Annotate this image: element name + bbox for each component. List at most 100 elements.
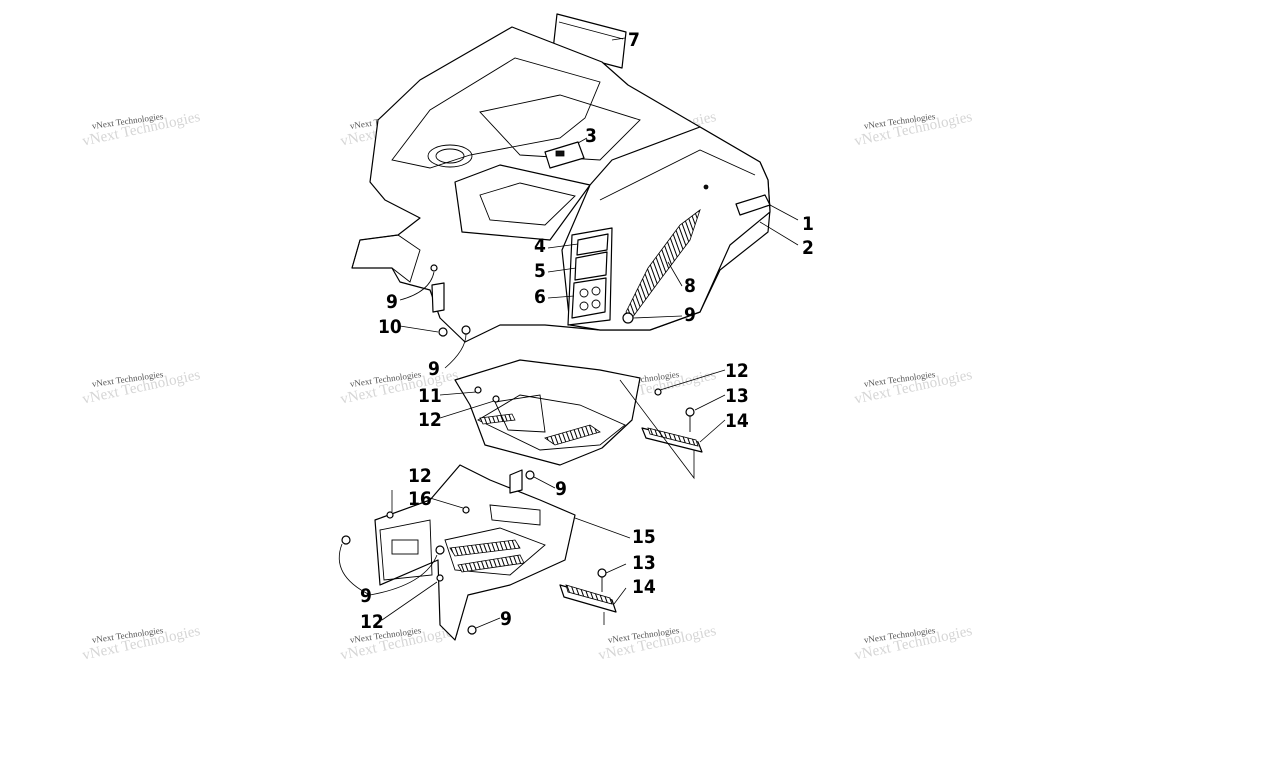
callout-label: 16 [408,488,432,510]
push-nut [525,470,535,480]
decal-icon-circle [579,288,589,298]
footwell-side-panel [379,519,433,581]
callout-label: 13 [632,552,656,574]
leader-line [574,517,631,539]
fender-hole [703,184,709,190]
callout-label: 14 [632,576,656,598]
screw [436,574,444,582]
decal-strip-line [558,21,624,40]
leader-line [632,315,683,319]
watermark: vNext Technologies vNext Technologies [81,109,202,150]
footwell-left-tread [457,554,525,573]
decal-icon-circle [591,299,601,309]
footwell-right [454,359,703,466]
push-nut [461,325,471,335]
callout-label: 9 [500,608,512,630]
leader-line [619,379,695,480]
footwell-left-tread [449,539,521,557]
callout-label: 12 [360,611,384,633]
warning-decal-6 [571,277,607,319]
callout-label: 4 [534,235,546,257]
seat-recess [479,94,641,161]
push-nut [622,312,634,324]
rack-top-surface [391,57,601,169]
callout-label: 8 [684,275,696,297]
leader-line [547,267,577,273]
callout-label: 12 [725,360,749,382]
rear-body-panel [351,13,771,343]
leader-line [577,137,588,144]
mounting-bracket [431,282,445,313]
callout-label: 9 [428,358,440,380]
callout-label: 14 [725,410,749,432]
footwell-rib [489,504,541,526]
callout-label: 3 [585,125,597,147]
leader-line [439,400,495,419]
callout-label: 10 [378,316,402,338]
leader-line [547,243,579,249]
footwell-side-cutout [391,539,419,555]
watermark: vNext Technologies vNext Technologies [597,623,718,664]
bolt-head [597,568,607,578]
washer [438,327,448,337]
footwell-rib [494,394,546,433]
push-nut [435,545,445,555]
warning-decal-5 [574,251,608,281]
leader-line [613,587,627,605]
callout-labels: 7 3 1 2 4 5 6 8 9 9 10 9 12 13 14 11 12 … [360,29,814,633]
left-side-panel [351,234,421,283]
leader-line [399,271,435,301]
screw [386,511,394,519]
leader-line [429,497,464,509]
callout-label: 5 [534,260,546,282]
fender-ridge [599,149,756,201]
leader-line [611,37,626,41]
callout-label: 12 [418,409,442,431]
storage-inner [479,182,576,226]
leader-line [475,617,501,629]
leader-line [533,476,556,489]
leader-line [338,543,371,596]
footwell-floor [477,394,626,451]
watermark: vNext Technologies vNext Technologies [339,623,460,664]
footwell-hole [474,386,482,394]
leader-line [667,261,683,287]
watermark: vNext Technologies vNext Technologies [81,367,202,408]
callout-label: 9 [360,585,372,607]
decal-icon-circle [579,301,589,311]
push-nut [341,535,351,545]
callout-label: 13 [725,385,749,407]
push-nut [467,625,477,635]
decal-icon-circle [591,286,601,296]
leader-line [769,204,799,221]
leader-line [369,554,438,596]
warning-decal-4 [576,233,609,256]
leader-lines [338,37,799,629]
footwell-left-floor [444,527,546,576]
screw [462,506,470,514]
screw [654,388,662,396]
leader-line [694,394,726,411]
leader-line [381,581,438,621]
leader-line [399,325,439,333]
label-plate-mark [555,150,565,157]
watermark: vNext Technologies vNext Technologies [81,623,202,664]
rack-cupholder-inner [435,148,465,164]
watermark: vNext Technologies vNext Technologies [853,623,974,664]
callout-label: 9 [555,478,567,500]
footrest-guard-lower-tread [565,584,613,605]
footwell-right-body [454,359,641,466]
callout-label: 1 [802,213,814,235]
rack-cupholder [427,144,473,168]
callout-label: 9 [684,304,696,326]
leader-line [759,221,799,246]
label-plate [544,141,585,169]
callout-label: 7 [628,29,640,51]
callout-label: 11 [418,385,442,407]
leader-line [605,563,627,574]
leader-line [444,333,467,369]
callout-label: 12 [408,465,432,487]
watermark: vNext Technologies vNext Technologies [853,109,974,150]
callout-label: 9 [386,291,398,313]
